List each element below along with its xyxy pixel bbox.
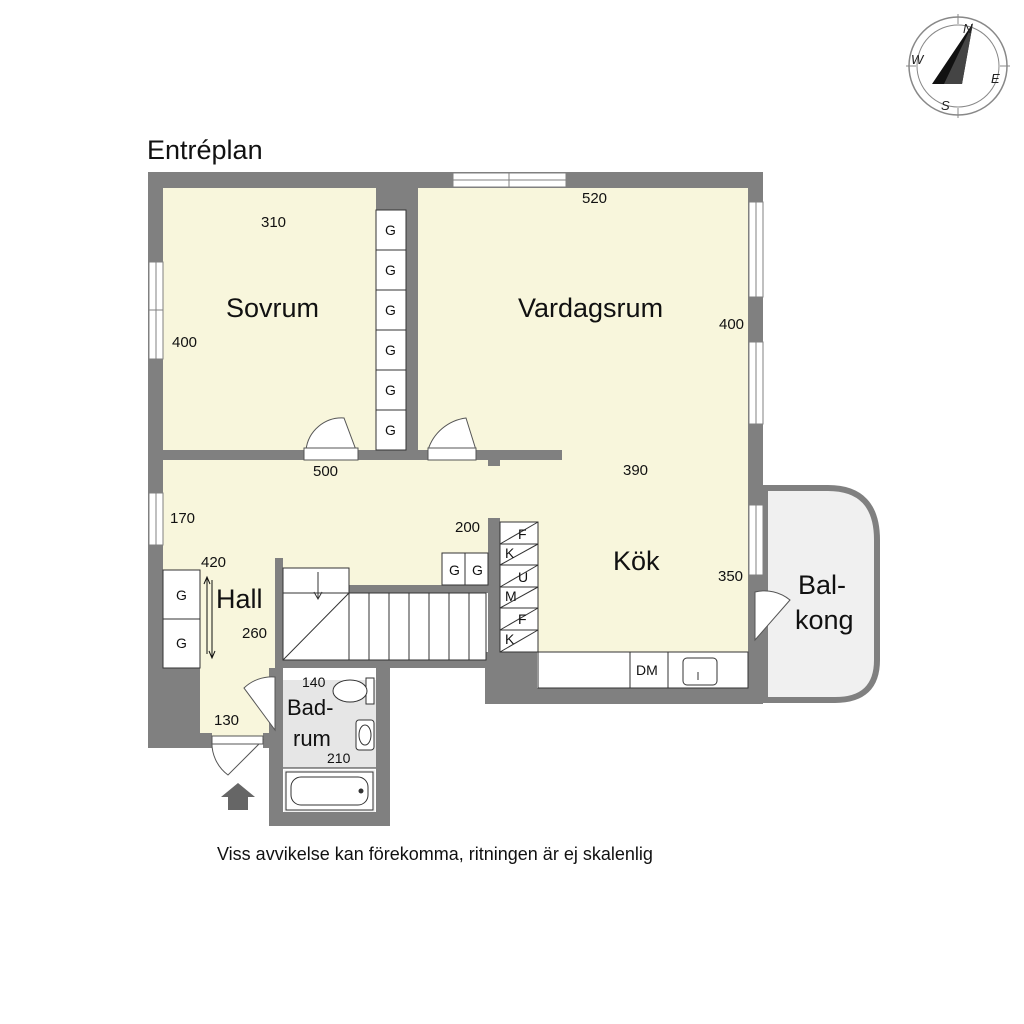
wall-kitchen-left: [488, 518, 500, 658]
compass-east: E: [991, 71, 1000, 86]
compass-icon: N E S W: [906, 14, 1010, 118]
wardrobe-column: G G G G G G: [375, 209, 407, 451]
wardrobe-label: G: [176, 587, 187, 603]
dimension-label: 200: [455, 519, 480, 536]
wall-left: [148, 172, 163, 747]
wall-kitchen-bottom: [485, 688, 763, 704]
windows: [148, 172, 764, 576]
floor-balkong: [762, 485, 880, 703]
wall-sovrum-bottom-right: [356, 450, 418, 460]
wall-bath-bottom: [269, 812, 390, 826]
kitchen-unit-label: K: [505, 631, 515, 647]
kitchen-units: F K U M F K DM: [499, 521, 749, 689]
kitchen-unit-label: U: [518, 569, 528, 585]
dimension-label: 170: [170, 510, 195, 527]
wardrobe-label: G: [385, 262, 396, 278]
wardrobe-label: G: [385, 422, 396, 438]
wall-notch: [488, 458, 500, 466]
wall-sovrum-bottom-left: [163, 450, 305, 460]
room-label-badrum-1: Bad-: [287, 695, 333, 720]
compass-north: N: [963, 21, 973, 36]
floor-sovrum: [163, 188, 376, 450]
floors: [163, 188, 880, 812]
entrance-arrow-icon: [221, 783, 255, 810]
wardrobe-label: G: [385, 342, 396, 358]
dimension-label: 210: [327, 750, 351, 766]
dimension-label: 400: [172, 334, 197, 351]
room-label-balkong-2: kong: [795, 605, 854, 635]
floor-kok: [500, 460, 748, 652]
hall-wardrobes: G G G G: [162, 552, 489, 669]
wardrobe-label: G: [385, 222, 396, 238]
wall-right-lower: [748, 640, 763, 700]
sink-icon: [682, 657, 718, 686]
hall-arrow-icon: [203, 575, 216, 660]
floor-vardagsrum: [418, 188, 748, 450]
kitchen-unit-label: F: [518, 526, 527, 542]
wall-kitchen-corner: [485, 652, 537, 704]
compass-south: S: [941, 98, 950, 113]
room-label-hall: Hall: [216, 584, 263, 614]
wall-stair-bottom: [275, 660, 488, 668]
door-entrance: [211, 739, 265, 776]
dimension-label: 390: [623, 462, 648, 479]
room-label-badrum-2: rum: [293, 726, 331, 751]
wall-stair-left: [275, 558, 283, 668]
kitchen-unit-label: K: [505, 545, 515, 561]
dimension-labels: 310 400 520 400 500 390 170 200 420 350 …: [170, 190, 744, 766]
dimension-label: 420: [201, 554, 226, 571]
doors: [211, 417, 791, 776]
room-label-sovrum: Sovrum: [226, 293, 319, 323]
door-vardagsrum: [427, 417, 477, 451]
dimension-label: 130: [214, 712, 239, 729]
staircase: [282, 567, 487, 661]
dishwasher-label: DM: [636, 662, 658, 678]
dimension-label: 500: [313, 463, 338, 480]
door-balkong: [754, 590, 791, 642]
kitchen-unit-label: F: [518, 611, 527, 627]
wall-bottom-left: [148, 733, 212, 748]
plan-title: Entréplan: [147, 135, 263, 165]
bathroom-fixtures: [283, 677, 376, 811]
wardrobe-label: G: [385, 302, 396, 318]
compass-west: W: [911, 52, 925, 67]
dimension-label: 140: [302, 674, 326, 690]
wall-bath-right: [376, 668, 390, 826]
wall-bath-stub: [263, 733, 275, 748]
dimension-label: 310: [261, 214, 286, 231]
wardrobe-label: G: [176, 635, 187, 651]
disclaimer-text: Viss avvikelse kan förekomma, ritningen …: [217, 844, 653, 864]
dimension-label: 260: [242, 625, 267, 642]
wall-vardagsrum-bottom: [476, 450, 562, 460]
wall-stair-top: [349, 585, 488, 593]
wardrobe-label: G: [472, 562, 483, 578]
dimension-label: 400: [719, 316, 744, 333]
door-badrum: [243, 676, 276, 732]
room-labels: Sovrum Vardagsrum Kök Hall Bad- rum Bal-…: [216, 293, 854, 751]
wardrobe-label: G: [449, 562, 460, 578]
room-label-vardagsrum: Vardagsrum: [518, 293, 663, 323]
kitchen-unit-label: M: [505, 588, 517, 604]
dimension-label: 350: [718, 568, 743, 585]
wardrobe-label: G: [385, 382, 396, 398]
dimension-label: 520: [582, 190, 607, 207]
room-label-balkong-1: Bal-: [798, 570, 846, 600]
wall-stub: [418, 450, 428, 460]
room-label-kok: Kök: [613, 546, 660, 576]
